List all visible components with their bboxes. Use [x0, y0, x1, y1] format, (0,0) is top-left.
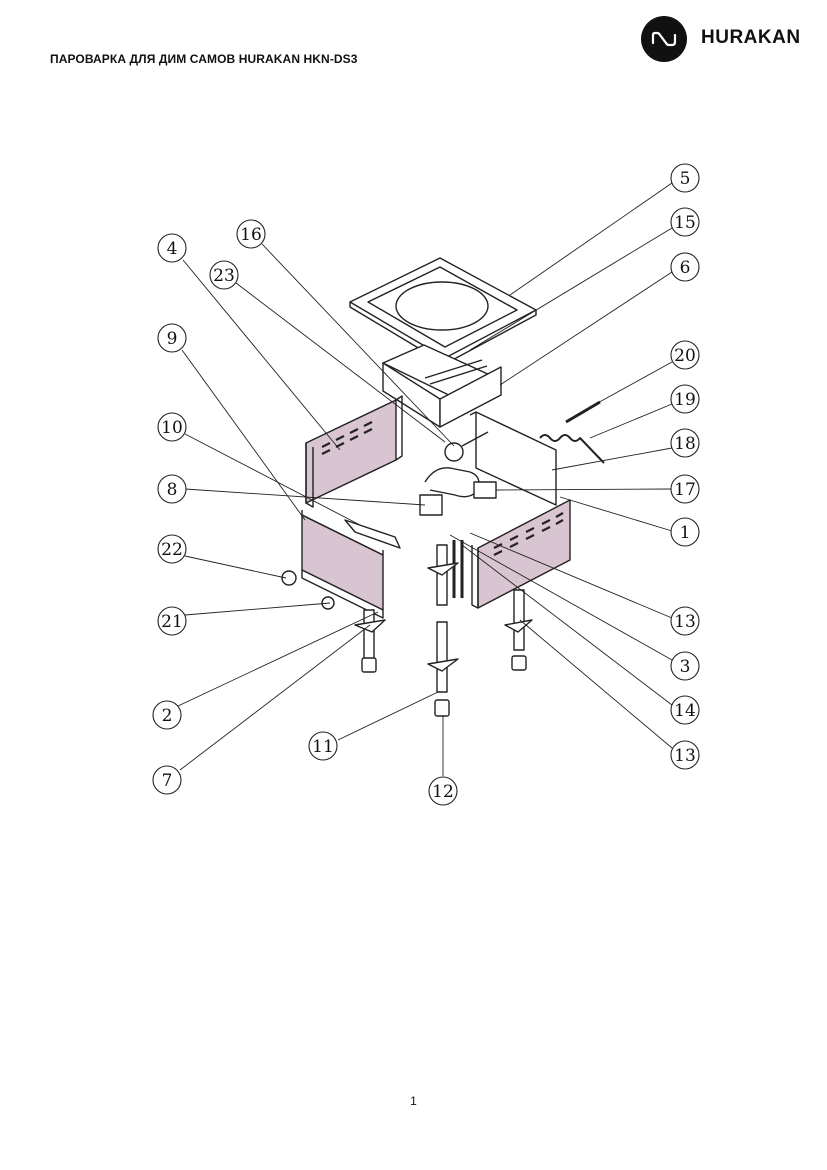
part-label-21: 21: [161, 612, 183, 632]
leg-right: [513, 589, 525, 651]
foot-right: [511, 655, 527, 671]
leg-center-upper: [436, 544, 448, 606]
leg-left: [363, 609, 375, 661]
part-label-4: 4: [167, 239, 178, 259]
left-front-panel: [301, 514, 384, 611]
document-title: ПАРОВАРКА ДЛЯ ДИМ САМОВ HURAKAN HKN-DS3: [50, 52, 358, 66]
part-label-19: 19: [674, 390, 696, 410]
tank-left-face: [382, 362, 441, 428]
leg-center-lower: [436, 621, 448, 693]
part-label-10: 10: [161, 418, 183, 438]
part-label-13-upper: 13: [674, 612, 696, 632]
part-label-16: 16: [240, 225, 262, 245]
part-label-12: 12: [432, 782, 454, 802]
terminal-block: [473, 481, 497, 499]
part-label-22: 22: [161, 540, 183, 560]
part-label-20: 20: [674, 346, 696, 366]
bracket-part: [419, 494, 443, 516]
panel-vents-left: [321, 421, 373, 455]
part-label-13-lower: 13: [674, 746, 696, 766]
float-ball: [444, 442, 464, 462]
tank-right-face: [439, 366, 502, 428]
part-label-3: 3: [680, 657, 691, 677]
part-label-7: 7: [162, 771, 173, 791]
cable-gland-1: [281, 570, 297, 586]
part-label-11: 11: [312, 737, 334, 757]
part-numbers: 5 15 6 16 4 23 9 20 19 18 10 17 8 1 22 2…: [161, 169, 696, 802]
part-label-17: 17: [674, 480, 696, 500]
part-label-1: 1: [680, 523, 691, 543]
lid-frame: [349, 257, 537, 359]
corner-brace: [344, 519, 401, 549]
hurakan-wave-logo-icon: [641, 16, 687, 62]
right-back-panel: [475, 411, 557, 506]
part-label-14: 14: [674, 701, 696, 721]
part-label-8: 8: [167, 480, 178, 500]
right-front-panel: [477, 499, 571, 609]
part-label-5: 5: [680, 169, 691, 189]
brand-header: HURAKAN: [641, 16, 816, 62]
internal-heater: [424, 467, 480, 498]
part-callouts: [152, 163, 700, 806]
part-label-6: 6: [680, 258, 691, 278]
tank-top: [382, 344, 502, 401]
part-label-9: 9: [167, 329, 178, 349]
foot-center: [434, 699, 450, 717]
heating-element: [539, 434, 605, 464]
lid-inner-frame: [367, 266, 518, 348]
diagram-parts: [281, 257, 605, 717]
rod-part: [565, 400, 601, 424]
leader-lines: [177, 182, 673, 776]
cable-gland-2: [321, 596, 335, 610]
lid-edge: [349, 302, 537, 365]
lid-opening: [395, 281, 489, 331]
foot-left: [361, 657, 377, 673]
part-label-18: 18: [674, 434, 696, 454]
left-back-panel: [305, 399, 397, 504]
panel-vents-right: [493, 512, 564, 556]
page-number: 1: [410, 1094, 417, 1108]
part-label-2: 2: [162, 706, 173, 726]
part-label-15: 15: [674, 213, 696, 233]
part-label-23: 23: [213, 266, 235, 286]
brand-name: HURAKAN: [701, 27, 801, 48]
